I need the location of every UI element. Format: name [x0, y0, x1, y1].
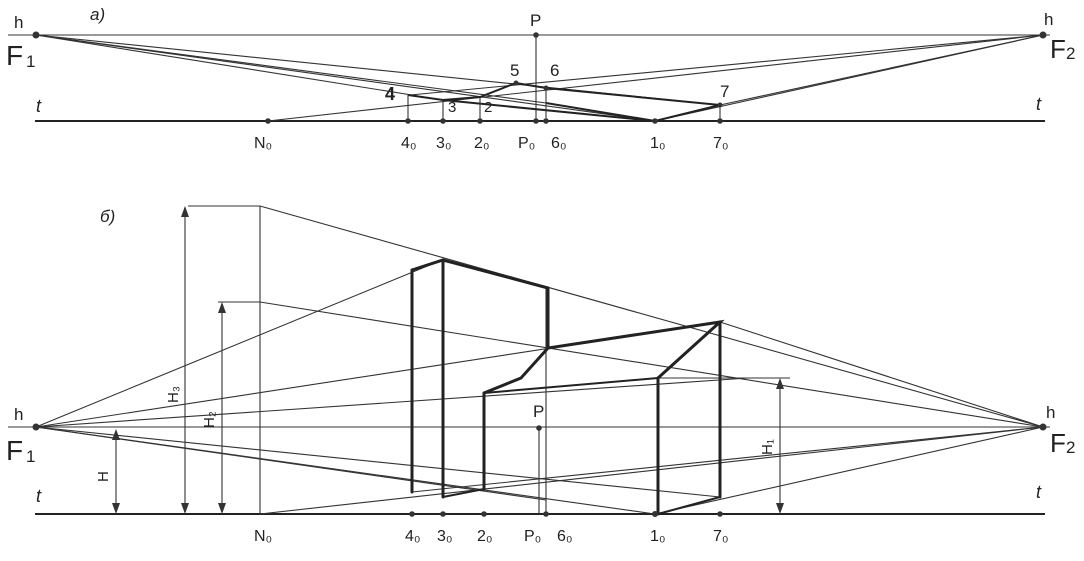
plan-outline-a [407, 81, 721, 123]
figure-b-label: б) [100, 207, 115, 226]
base-label-b: N₀ [254, 528, 272, 545]
base-label-a: N₀ [254, 135, 272, 152]
base-label-a: 4₀ [401, 135, 417, 152]
center-dot-b [536, 425, 542, 431]
vp-right-label-b: F [1050, 428, 1066, 458]
base-label-a: 3₀ [436, 135, 452, 152]
ray-a [719, 34, 1044, 106]
plan-point-a [717, 102, 723, 108]
point-label-a: 6 [550, 61, 559, 80]
base-label-b: P₀ [524, 528, 541, 545]
figure-a: а) [6, 5, 1075, 152]
vp-left-label-b: F [6, 435, 23, 466]
vp-left-sub-b: 1 [26, 447, 35, 466]
ray-b [259, 426, 1044, 515]
plan-point-a [513, 80, 519, 86]
point-label-a: 5 [510, 61, 519, 80]
vp-right-label-a: F [1050, 34, 1066, 64]
height-label-h2: H₂ [201, 411, 218, 428]
point-label-a: 2 [484, 99, 492, 116]
center-dot-a [533, 32, 539, 38]
ray-a [35, 34, 419, 97]
vp-left-dot-a [32, 31, 40, 39]
height-label-h3: H₃ [165, 386, 182, 403]
ray-b [411, 426, 1044, 493]
ray-b [719, 321, 1044, 428]
figure-a-label: а) [90, 5, 105, 24]
plan-edge-a [442, 99, 656, 122]
base-point-a [717, 118, 723, 124]
dimension-h2 [218, 302, 226, 514]
dimension-h3 [181, 206, 189, 514]
base-point-b [409, 511, 415, 517]
vp-left-dot-b [32, 423, 40, 431]
vp-right-sub-b: 2 [1066, 438, 1075, 457]
ray-b [35, 259, 443, 428]
base-point-a [405, 118, 411, 124]
base-label-b: 3₀ [437, 528, 453, 545]
horizon-label-left-a: h [14, 13, 23, 32]
vp-left-label-a: F [6, 40, 23, 71]
vp-right-dot-b [1039, 423, 1047, 431]
base-label-b: 4₀ [405, 528, 421, 545]
ground-label-right-b: t [1036, 482, 1042, 502]
center-label-b: P [533, 402, 544, 421]
horizon-label-left-b: h [14, 405, 23, 424]
base-label-b: 2₀ [477, 528, 493, 545]
dimension-h1 [776, 378, 784, 514]
base-label-a: 7₀ [713, 135, 729, 152]
base-point-b [652, 511, 658, 517]
point-label-a: 4 [385, 84, 395, 104]
base-point-b [543, 511, 549, 517]
point-label-a: 7 [720, 82, 729, 101]
ground-label-right-a: t [1036, 94, 1042, 114]
point-label-a: 3 [448, 99, 456, 116]
ray-b [35, 426, 547, 501]
center-label-a: P [530, 11, 541, 30]
base-point-a [533, 118, 539, 124]
ray-b [35, 426, 721, 498]
base-label-b: 6₀ [557, 528, 573, 545]
ray-b [35, 377, 749, 428]
ground-label-left-a: t [36, 96, 42, 116]
base-label-a: 1₀ [650, 135, 666, 152]
plan-point-a [543, 85, 549, 91]
horizon-label-right-b: h [1046, 403, 1055, 422]
ray-b [259, 205, 1044, 428]
horizon-label-right-a: h [1044, 10, 1053, 29]
base-point-b [440, 511, 446, 517]
ray-b [259, 301, 1044, 428]
base-point-a [652, 118, 658, 124]
vp-right-dot-a [1039, 31, 1047, 39]
ray-a [267, 34, 1044, 122]
height-label-h: H [95, 471, 112, 482]
base-point-a [543, 118, 549, 124]
base-point-b [481, 511, 487, 517]
base-point-a [265, 118, 271, 124]
ray-a [35, 34, 656, 122]
figure-b: б) [6, 205, 1075, 545]
base-label-a: 6₀ [551, 135, 567, 152]
base-point-b [717, 511, 723, 517]
vp-left-sub-a: 1 [26, 52, 35, 71]
base-label-a: 2₀ [474, 135, 490, 152]
dimension-h [112, 429, 120, 514]
base-point-a [477, 118, 483, 124]
ground-label-left-b: t [36, 486, 42, 506]
building-outline [410, 258, 725, 516]
ray-b [654, 426, 1044, 515]
base-label-b: 7₀ [713, 528, 729, 545]
height-label-h1: H₁ [759, 439, 776, 455]
base-label-b: 1₀ [650, 528, 666, 545]
base-point-a [440, 118, 446, 124]
base-label-a: P₀ [518, 135, 535, 152]
vp-right-sub-a: 2 [1066, 44, 1075, 63]
